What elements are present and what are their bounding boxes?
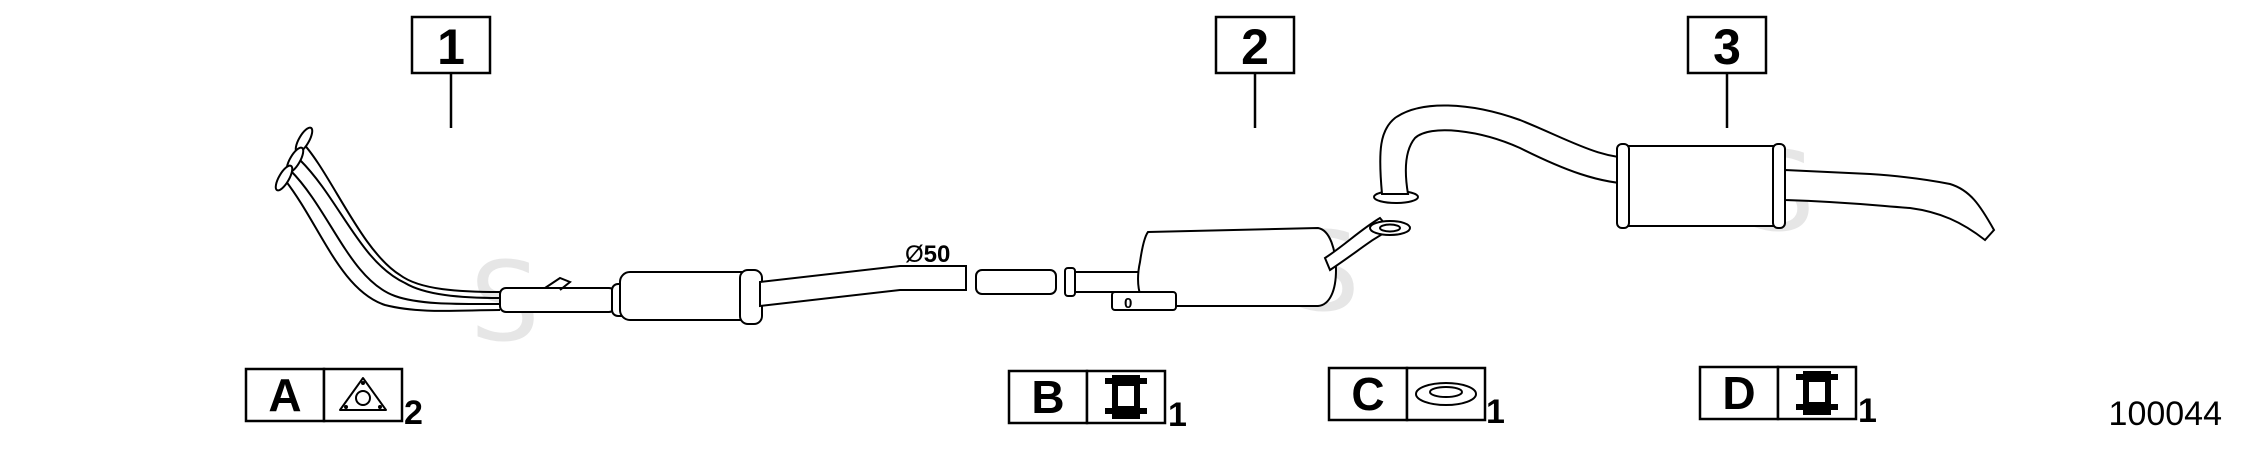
reference-number: 100044 xyxy=(2109,395,2222,433)
part-b-quantity: 1 xyxy=(1168,396,1187,434)
part-d: D 1 xyxy=(1698,365,1877,430)
part-b: B 1 xyxy=(1007,369,1187,434)
diameter-value: 50 xyxy=(924,241,951,268)
callout-1: 1 xyxy=(410,15,492,128)
part-c: C 1 xyxy=(1327,366,1505,431)
callout-3: 3 xyxy=(1686,15,1768,128)
part-d-quantity: 1 xyxy=(1858,392,1877,430)
part-b-letter: B xyxy=(1031,371,1064,423)
part-c-quantity: 1 xyxy=(1486,393,1505,431)
callout-2-number: 2 xyxy=(1241,19,1269,75)
diameter-label: Ø50 xyxy=(905,241,950,268)
three-hole-flange-gasket-icon xyxy=(339,377,387,411)
pipe-clamp-icon xyxy=(1105,375,1147,419)
front-pipe-assembly xyxy=(274,126,967,325)
part-d-letter: D xyxy=(1722,367,1755,419)
pipe-clamp-icon xyxy=(1796,371,1838,415)
diameter-symbol: Ø xyxy=(905,241,924,268)
callout-1-number: 1 xyxy=(437,19,465,75)
rear-silencer-assembly xyxy=(1373,104,1996,242)
centre-silencer-assembly: 0 xyxy=(975,216,1411,312)
part-a: A 2 xyxy=(244,367,423,432)
callout-3-number: 3 xyxy=(1713,19,1741,75)
part-a-quantity: 2 xyxy=(404,394,423,432)
part-a-letter: A xyxy=(268,369,301,421)
part-c-letter: C xyxy=(1351,368,1384,420)
muffler-mark: 0 xyxy=(1124,295,1132,312)
callout-2: 2 xyxy=(1214,15,1296,128)
ring-gasket-icon xyxy=(1415,382,1477,406)
